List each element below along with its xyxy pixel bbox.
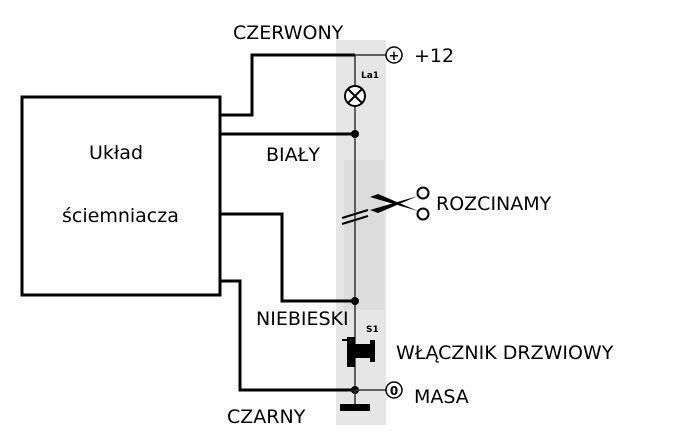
white-wire-label: BIAŁY <box>266 144 320 166</box>
black-wire-label: CZARNY <box>227 406 306 428</box>
door-switch-label: WŁĄCZNIK DRZWIOWY <box>396 342 614 364</box>
plus-terminal-icon <box>385 46 403 64</box>
ground-icon <box>340 404 370 411</box>
dimmer-unit-box <box>20 95 222 297</box>
scissors-icon <box>370 186 430 221</box>
cut-mark <box>341 209 369 225</box>
door-switch-icon <box>342 337 375 367</box>
red-wire <box>220 53 355 117</box>
ground-label: MASA <box>414 386 469 408</box>
blue-wire <box>220 212 355 303</box>
blue-wire-label: NIEBIESKI <box>256 308 349 330</box>
scanned-strip-shade <box>344 160 384 310</box>
lamp-icon <box>344 85 366 107</box>
ground-terminal-icon <box>385 381 403 399</box>
white-wire-junction <box>351 130 359 138</box>
lamp-designator: La1 <box>361 71 379 81</box>
cut-here-label: ROZCINAMY <box>436 193 552 215</box>
dimmer-unit-label-line1: Układ <box>89 142 143 164</box>
dimmer-unit-label-line2: ściemniacza <box>62 205 179 227</box>
black-wire <box>220 279 355 392</box>
red-wire-label: CZERWONY <box>233 22 344 44</box>
plus-12-label: +12 <box>414 45 454 67</box>
ground-terminal-symbol: 0 <box>390 384 398 398</box>
plus-terminal-symbol: + <box>389 49 400 64</box>
switch-designator: S1 <box>366 325 379 335</box>
blue-wire-junction <box>351 297 359 305</box>
